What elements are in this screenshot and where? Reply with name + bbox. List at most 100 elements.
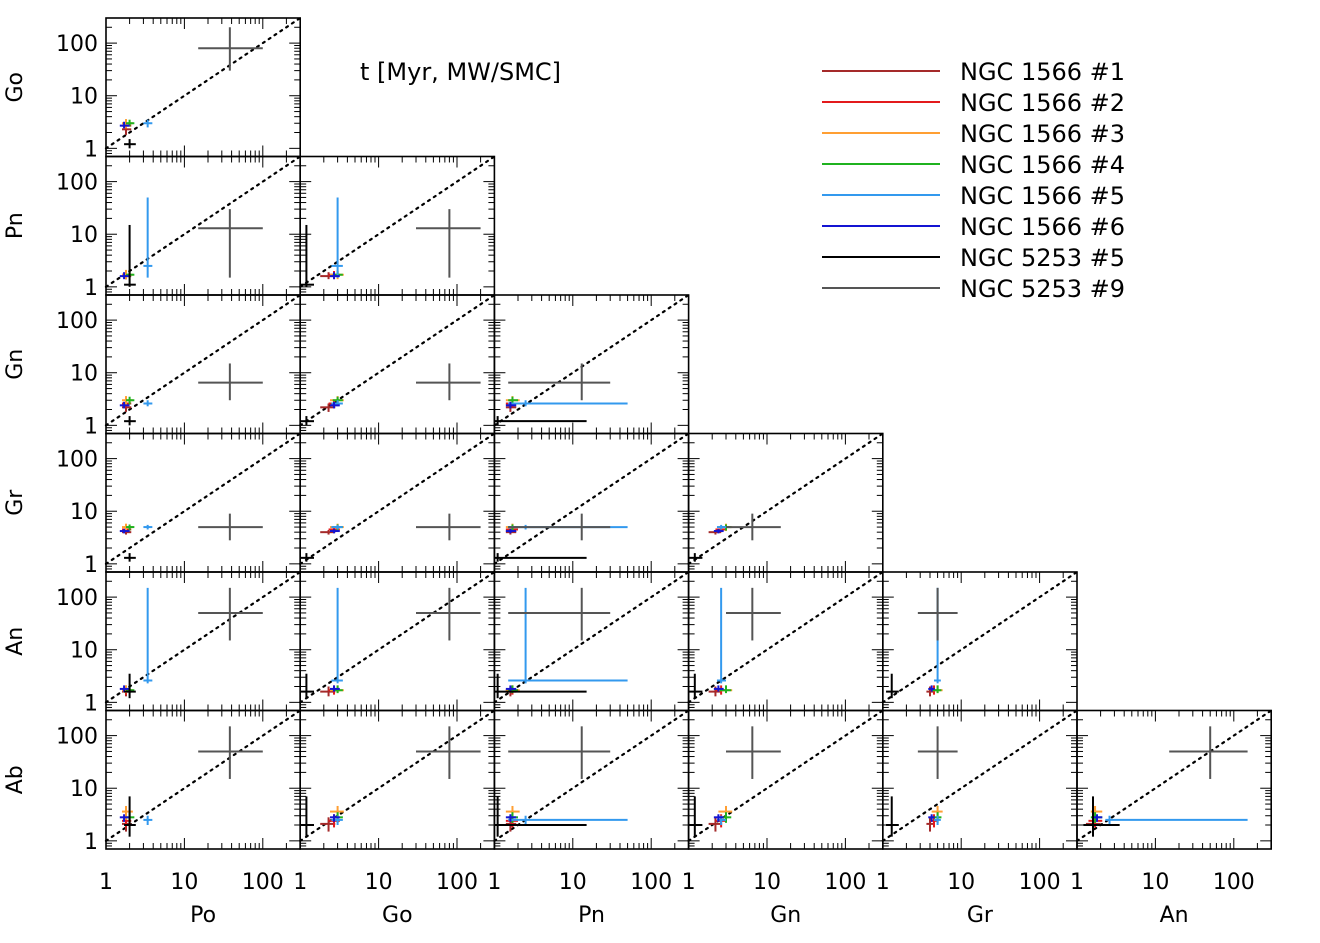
y-tick-label: 10 [70, 85, 98, 110]
x-tick-label: 100 [824, 870, 866, 895]
legend-item: NGC 5253 #5 [822, 244, 1125, 272]
diagonal-line [299, 709, 496, 842]
legend-label: NGC 1566 #1 [960, 58, 1125, 86]
panel-An-vs-Pn [493, 570, 690, 712]
diagonal-line [104, 155, 302, 288]
diagonal-line [493, 570, 690, 704]
y-tick-label: 1 [84, 276, 98, 301]
panel-Gn-vs-Pn [493, 293, 690, 435]
panel-Gr-vs-Pn [493, 432, 690, 573]
legend-label: NGC 1566 #3 [960, 120, 1125, 148]
y-axis-label-Ab: Ab [3, 765, 28, 794]
panel-An-vs-Gn [687, 570, 884, 712]
x-tick-label: 100 [630, 870, 672, 895]
legend-item: NGC 1566 #6 [822, 213, 1125, 241]
y-tick-label: 1 [84, 830, 98, 855]
y-tick-label: 1 [84, 414, 98, 439]
legend-item: NGC 1566 #2 [822, 89, 1125, 117]
x-axis-label-Po: Po [190, 903, 216, 928]
x-axis-label-Gn: Gn [770, 903, 801, 928]
diagonal-line [493, 432, 690, 565]
x-axis-label-Go: Go [382, 903, 413, 928]
y-tick-label: 100 [56, 586, 98, 611]
diagonal-line [493, 709, 690, 842]
legend-label: NGC 1566 #4 [960, 151, 1125, 179]
diagonal-line [1075, 709, 1273, 842]
x-tick-label: 100 [242, 870, 284, 895]
legend-label: NGC 1566 #6 [960, 213, 1125, 241]
y-axis-label-An: An [3, 627, 28, 656]
y-tick-label: 1 [84, 137, 98, 162]
legend-item: NGC 1566 #5 [822, 182, 1125, 210]
x-tick-label: 10 [365, 870, 393, 895]
y-axis-label-Pn: Pn [3, 212, 28, 239]
x-tick-label: 10 [1141, 870, 1169, 895]
y-tick-label: 100 [56, 725, 98, 750]
y-tick-label: 10 [70, 362, 98, 387]
diagonal-line [687, 570, 884, 704]
diagonal-line [299, 570, 496, 704]
y-tick-label: 100 [56, 171, 98, 196]
x-axis-label-Pn: Pn [578, 903, 605, 928]
panels: 110100Go110100Pn110100Gn110100Gr110100An… [3, 16, 1273, 928]
diagonal-line [299, 293, 496, 427]
panel-frame [1076, 709, 1272, 850]
x-tick-label: 100 [1019, 870, 1061, 895]
chart-title: t [Myr, MW/SMC] [360, 58, 561, 86]
panel-Gr-vs-Gn [687, 432, 884, 573]
x-tick-label: 100 [1213, 870, 1255, 895]
y-tick-label: 100 [56, 448, 98, 473]
x-tick-label: 1 [1070, 870, 1084, 895]
x-axis-label-Gr: Gr [967, 903, 994, 928]
legend-label: NGC 5253 #5 [960, 244, 1125, 272]
x-axis-label-An: An [1160, 903, 1189, 928]
legend-label: NGC 1566 #2 [960, 89, 1125, 117]
x-tick-label: 1 [682, 870, 696, 895]
panel-Pn-vs-Go [299, 155, 496, 296]
legend-label: NGC 1566 #5 [960, 182, 1125, 210]
panel-An-vs-Gr [881, 570, 1079, 712]
x-tick-label: 10 [170, 870, 198, 895]
panel-Gn-vs-Go [299, 293, 496, 435]
diagonal-line [881, 709, 1079, 842]
x-tick-label: 1 [99, 870, 113, 895]
diagonal-line [881, 570, 1079, 704]
x-tick-label: 10 [947, 870, 975, 895]
x-tick-label: 10 [753, 870, 781, 895]
diagonal-line [104, 709, 302, 842]
diagonal-line [687, 709, 884, 842]
panel-An-vs-Go [299, 570, 496, 712]
y-tick-label: 10 [70, 639, 98, 664]
legend-item: NGC 1566 #4 [822, 151, 1125, 179]
diagonal-line [104, 293, 302, 427]
diagonal-line [493, 293, 690, 427]
legend-item: NGC 1566 #3 [822, 120, 1125, 148]
panel-Gr-vs-Go [299, 432, 496, 573]
y-tick-label: 10 [70, 500, 98, 525]
y-tick-label: 1 [84, 691, 98, 716]
y-axis-label-Go: Go [3, 72, 28, 103]
x-tick-label: 1 [293, 870, 307, 895]
x-tick-label: 1 [876, 870, 890, 895]
y-tick-label: 100 [56, 309, 98, 334]
y-tick-label: 1 [84, 553, 98, 578]
y-tick-label: 10 [70, 223, 98, 248]
x-tick-label: 1 [487, 870, 501, 895]
legend-item: NGC 1566 #1 [822, 58, 1125, 86]
y-axis-label-Gn: Gn [3, 349, 28, 380]
y-tick-label: 100 [56, 32, 98, 57]
legend-item: NGC 5253 #9 [822, 275, 1125, 303]
diagonal-line [299, 155, 496, 288]
diagonal-line [104, 432, 302, 565]
x-tick-label: 10 [559, 870, 587, 895]
